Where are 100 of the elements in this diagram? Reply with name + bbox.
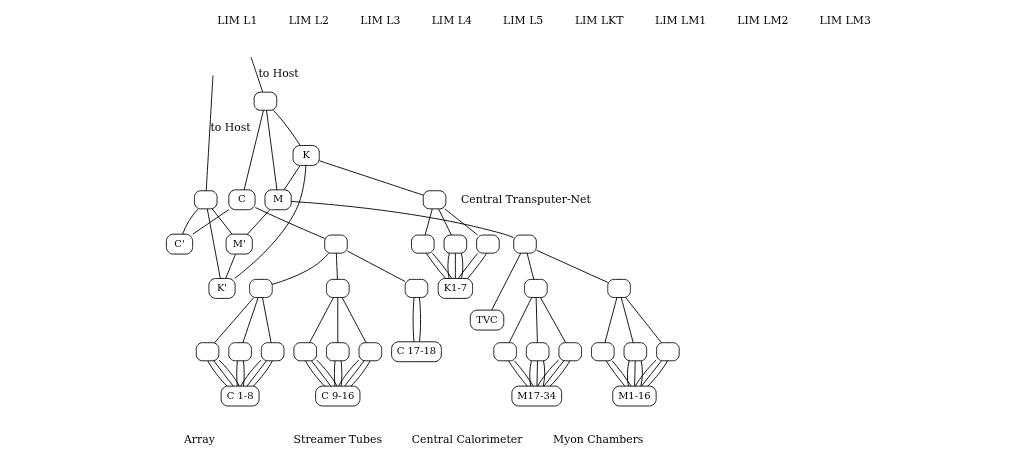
connector — [535, 297, 538, 344]
node-box — [410, 234, 435, 254]
connector — [620, 297, 634, 344]
label: LIM LM3 — [819, 14, 871, 28]
node-box — [523, 278, 548, 298]
node-box — [525, 342, 549, 362]
connector — [304, 360, 325, 387]
node-box — [260, 342, 284, 362]
connector — [626, 360, 630, 387]
connector — [526, 252, 534, 280]
node-box: M1-16 — [611, 385, 657, 407]
connector — [412, 297, 414, 342]
connector — [246, 360, 267, 387]
connector — [424, 208, 433, 236]
node-box: C 9-16 — [314, 385, 360, 407]
connector — [224, 254, 236, 279]
connector — [218, 359, 240, 387]
node-box — [293, 342, 317, 362]
connector — [446, 252, 450, 279]
connector — [315, 359, 338, 387]
connector — [283, 165, 300, 191]
connector — [250, 56, 263, 93]
label: LIM LM1 — [654, 14, 706, 28]
node-box — [325, 278, 350, 298]
node-box: M17-34 — [510, 385, 562, 407]
connector — [536, 359, 559, 387]
connector — [290, 201, 514, 238]
label: Array — [183, 433, 215, 447]
connector — [205, 75, 213, 192]
connector — [549, 360, 570, 387]
label: LIM L1 — [216, 14, 257, 28]
label: Central Transputer-Net — [460, 192, 591, 206]
node-box — [325, 342, 350, 362]
label: LIM L4 — [431, 14, 472, 28]
node-box — [227, 342, 252, 362]
connector — [242, 360, 245, 387]
node-box: TVC — [469, 309, 504, 331]
connector — [241, 297, 259, 344]
connector — [646, 360, 668, 387]
connector — [431, 252, 452, 279]
edge-label: to Host — [257, 67, 299, 81]
connector — [418, 297, 421, 342]
node-box — [623, 342, 647, 362]
connector — [490, 252, 521, 311]
node-box: C 1-8 — [220, 385, 260, 407]
connector — [454, 252, 456, 279]
node-box — [193, 190, 217, 210]
connector — [206, 360, 227, 387]
connector — [272, 109, 301, 146]
node-box — [248, 278, 273, 298]
connector — [235, 360, 238, 387]
connector — [535, 249, 608, 283]
node-box: K — [292, 145, 320, 166]
connector — [605, 360, 625, 387]
connector — [341, 297, 366, 344]
connector — [539, 297, 566, 344]
edge-label: to Host — [209, 120, 251, 134]
node-box — [492, 342, 517, 362]
node-box: C — [227, 189, 255, 211]
connector — [233, 165, 306, 279]
connector — [211, 208, 233, 235]
node-box: M' — [225, 233, 253, 255]
connector — [336, 297, 338, 344]
connector — [507, 360, 528, 387]
node-box — [253, 91, 277, 111]
node-box: K' — [207, 278, 236, 299]
connector — [191, 209, 229, 235]
node-box — [557, 342, 582, 362]
connector — [640, 360, 662, 387]
connector — [261, 297, 272, 344]
label: LIM LKT — [574, 14, 623, 28]
connector — [457, 253, 478, 279]
node-box — [422, 190, 446, 210]
label: Central Calorimeter — [411, 433, 522, 447]
connector — [633, 360, 636, 387]
node-box — [443, 234, 467, 254]
connector — [542, 360, 564, 387]
node-box — [655, 342, 680, 362]
connector — [212, 360, 234, 387]
connector — [634, 359, 657, 387]
connector — [239, 359, 262, 387]
connector — [466, 253, 487, 279]
connector — [604, 297, 617, 344]
connector — [213, 297, 254, 344]
node-box — [606, 278, 631, 298]
connector — [624, 297, 662, 344]
connector — [335, 252, 338, 280]
connector — [206, 208, 221, 279]
label: LIM L5 — [502, 14, 543, 28]
connector — [310, 360, 331, 387]
connector — [308, 297, 334, 344]
label: Streamer Tubes — [293, 433, 382, 447]
connector — [318, 160, 423, 196]
node-box: C' — [165, 233, 193, 255]
connector — [333, 360, 335, 387]
connector — [340, 360, 342, 387]
connector — [542, 360, 545, 387]
node-box — [475, 234, 500, 254]
label: LIM L2 — [288, 14, 329, 28]
connector — [181, 208, 198, 235]
